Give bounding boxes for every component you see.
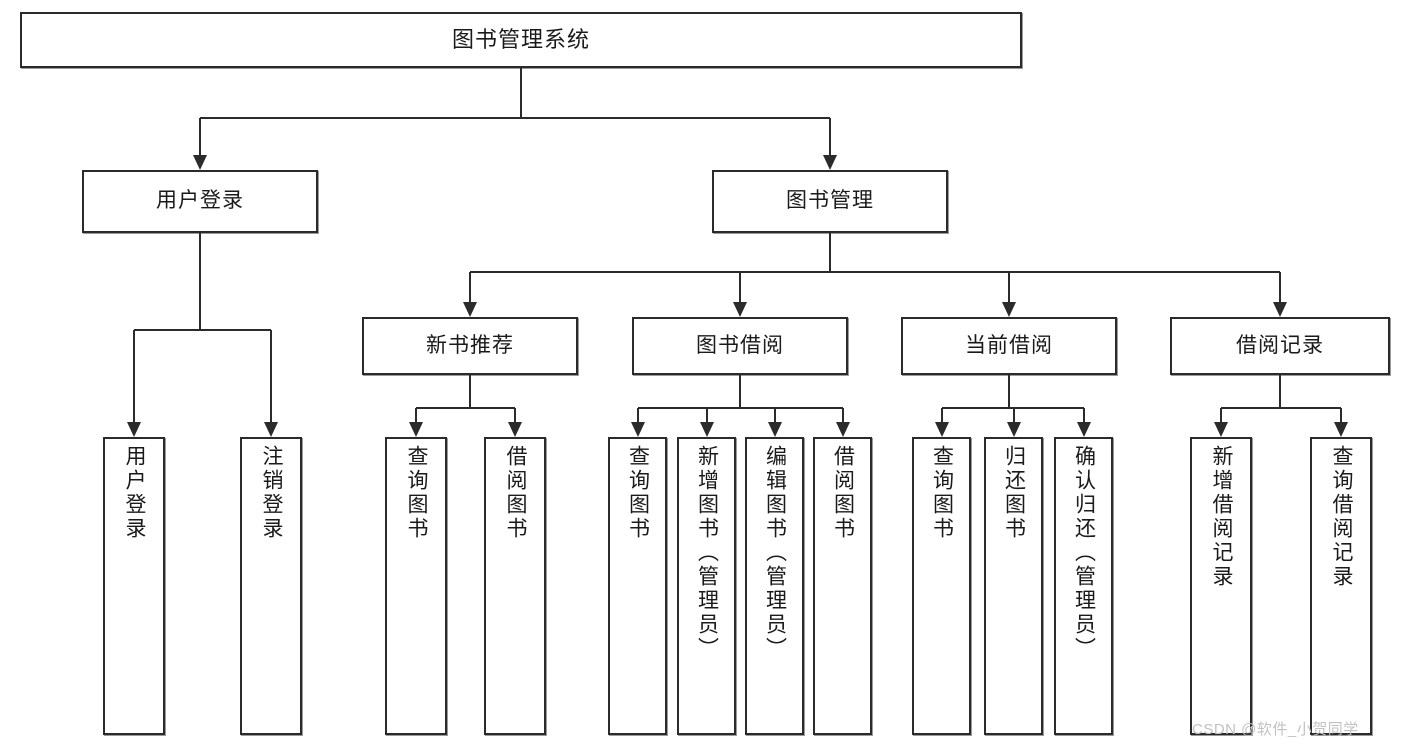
- connector-arrowhead: [409, 422, 423, 437]
- connector-line-vertical: [514, 408, 516, 422]
- node-leaf-borrow-book[interactable]: 借阅图书: [813, 437, 872, 735]
- node-label: 编辑图书（管理员）: [763, 445, 787, 661]
- connector-arrowhead: [630, 422, 645, 437]
- connector-line-vertical: [1008, 272, 1010, 302]
- connector-line-vertical: [739, 272, 741, 302]
- connector-arrowhead: [1334, 422, 1348, 437]
- connector-line-vertical: [520, 68, 522, 118]
- node-leaf-add-borrow-record[interactable]: 新增借阅记录: [1190, 437, 1252, 735]
- connector-line-vertical: [199, 233, 201, 330]
- connector-line-horizontal: [1221, 407, 1341, 409]
- node-label: 归还图书: [1002, 445, 1026, 541]
- connector-arrowhead: [1006, 422, 1021, 437]
- node-borrow-record[interactable]: 借阅记录: [1170, 317, 1390, 375]
- node-leaf-user-login[interactable]: 用户登录: [103, 437, 165, 735]
- connector-line-vertical: [1008, 375, 1010, 408]
- connector-line-horizontal: [200, 117, 830, 119]
- connector-line-vertical: [636, 408, 639, 422]
- node-root-system[interactable]: 图书管理系统: [20, 12, 1022, 68]
- connector-line-vertical: [469, 375, 471, 408]
- node-label: 用户登录: [156, 189, 244, 213]
- connector-line-vertical: [841, 408, 844, 422]
- connector-line-vertical: [270, 330, 272, 422]
- connector-line-vertical: [739, 375, 741, 408]
- node-label: 查询借阅记录: [1330, 445, 1354, 589]
- node-leaf-borrow-book-recommend[interactable]: 借阅图书: [484, 437, 546, 735]
- connector-arrowhead: [1076, 422, 1091, 437]
- node-label: 图书借阅: [696, 333, 784, 357]
- node-label: 查询图书: [626, 445, 650, 541]
- node-label: 借阅图书: [504, 445, 528, 541]
- node-leaf-user-logout[interactable]: 注销登录: [240, 437, 302, 735]
- connector-line-vertical: [133, 330, 135, 422]
- connector-arrowhead: [934, 422, 949, 437]
- node-label: 确认归还（管理员）: [1072, 445, 1096, 661]
- connector-arrowhead: [508, 422, 522, 437]
- connector-arrowhead: [1002, 302, 1016, 317]
- connector-line-vertical: [705, 408, 708, 422]
- connector-line-vertical: [415, 408, 417, 422]
- connector-line-vertical: [1082, 408, 1085, 422]
- connector-line-vertical: [1279, 272, 1281, 302]
- node-label: 用户登录: [123, 445, 147, 541]
- connector-arrowhead: [264, 422, 278, 437]
- node-label: 借阅记录: [1236, 333, 1324, 357]
- node-label: 注销登录: [260, 445, 284, 541]
- node-leaf-query-book-recommend[interactable]: 查询图书: [385, 437, 447, 735]
- node-new-book-recommend[interactable]: 新书推荐: [362, 317, 578, 375]
- node-leaf-query-book-borrow[interactable]: 查询图书: [608, 437, 667, 735]
- node-label: 借阅图书: [831, 445, 855, 541]
- node-label: 查询图书: [930, 445, 954, 541]
- connector-arrowhead: [1214, 422, 1228, 437]
- node-leaf-query-borrow-record[interactable]: 查询借阅记录: [1310, 437, 1372, 735]
- connector-arrowhead: [463, 302, 477, 317]
- node-leaf-confirm-return-admin[interactable]: 确认归还（管理员）: [1054, 437, 1113, 735]
- connector-line-vertical: [773, 408, 776, 422]
- node-label: 图书管理系统: [451, 27, 590, 53]
- node-leaf-return-book[interactable]: 归还图书: [984, 437, 1043, 735]
- connector-line-horizontal: [637, 407, 843, 409]
- connector-line-vertical: [1220, 408, 1222, 422]
- node-leaf-edit-book-admin[interactable]: 编辑图书（管理员）: [745, 437, 804, 735]
- connector-arrowhead: [823, 155, 837, 170]
- node-label: 图书管理: [786, 189, 874, 213]
- node-label: 当前借阅: [965, 333, 1053, 357]
- connector-line-vertical: [940, 408, 943, 422]
- connector-line-vertical: [829, 118, 831, 155]
- node-label: 新增借阅记录: [1210, 445, 1234, 589]
- connector-line-horizontal: [470, 271, 1280, 273]
- connector-arrowhead: [767, 422, 782, 437]
- connector-line-vertical: [469, 272, 471, 302]
- connector-line-vertical: [1012, 408, 1015, 422]
- watermark-text: CSDN @软件_小贺同学: [1192, 721, 1359, 738]
- node-label: 新书推荐: [426, 333, 514, 357]
- connector-arrowhead: [835, 422, 850, 437]
- connector-line-vertical: [829, 233, 831, 272]
- connector-arrowhead: [1273, 302, 1287, 317]
- connector-arrowhead: [699, 422, 714, 437]
- node-leaf-add-book-admin[interactable]: 新增图书（管理员）: [677, 437, 736, 735]
- node-label: 查询图书: [405, 445, 429, 541]
- node-book-borrow[interactable]: 图书借阅: [632, 317, 848, 375]
- connector-arrowhead: [193, 155, 207, 170]
- connector-line-vertical: [1279, 375, 1281, 408]
- connector-arrowhead: [127, 422, 141, 437]
- connector-line-vertical: [1340, 408, 1342, 422]
- connector-line-horizontal: [134, 329, 271, 331]
- node-current-borrow[interactable]: 当前借阅: [901, 317, 1117, 375]
- node-label: 新增图书（管理员）: [695, 445, 719, 661]
- connector-arrowhead: [733, 302, 747, 317]
- node-book-manage[interactable]: 图书管理: [712, 170, 948, 233]
- connector-line-vertical: [199, 118, 201, 155]
- connector-line-horizontal: [416, 407, 515, 409]
- node-leaf-query-book-current[interactable]: 查询图书: [912, 437, 971, 735]
- node-user-login[interactable]: 用户登录: [82, 170, 318, 233]
